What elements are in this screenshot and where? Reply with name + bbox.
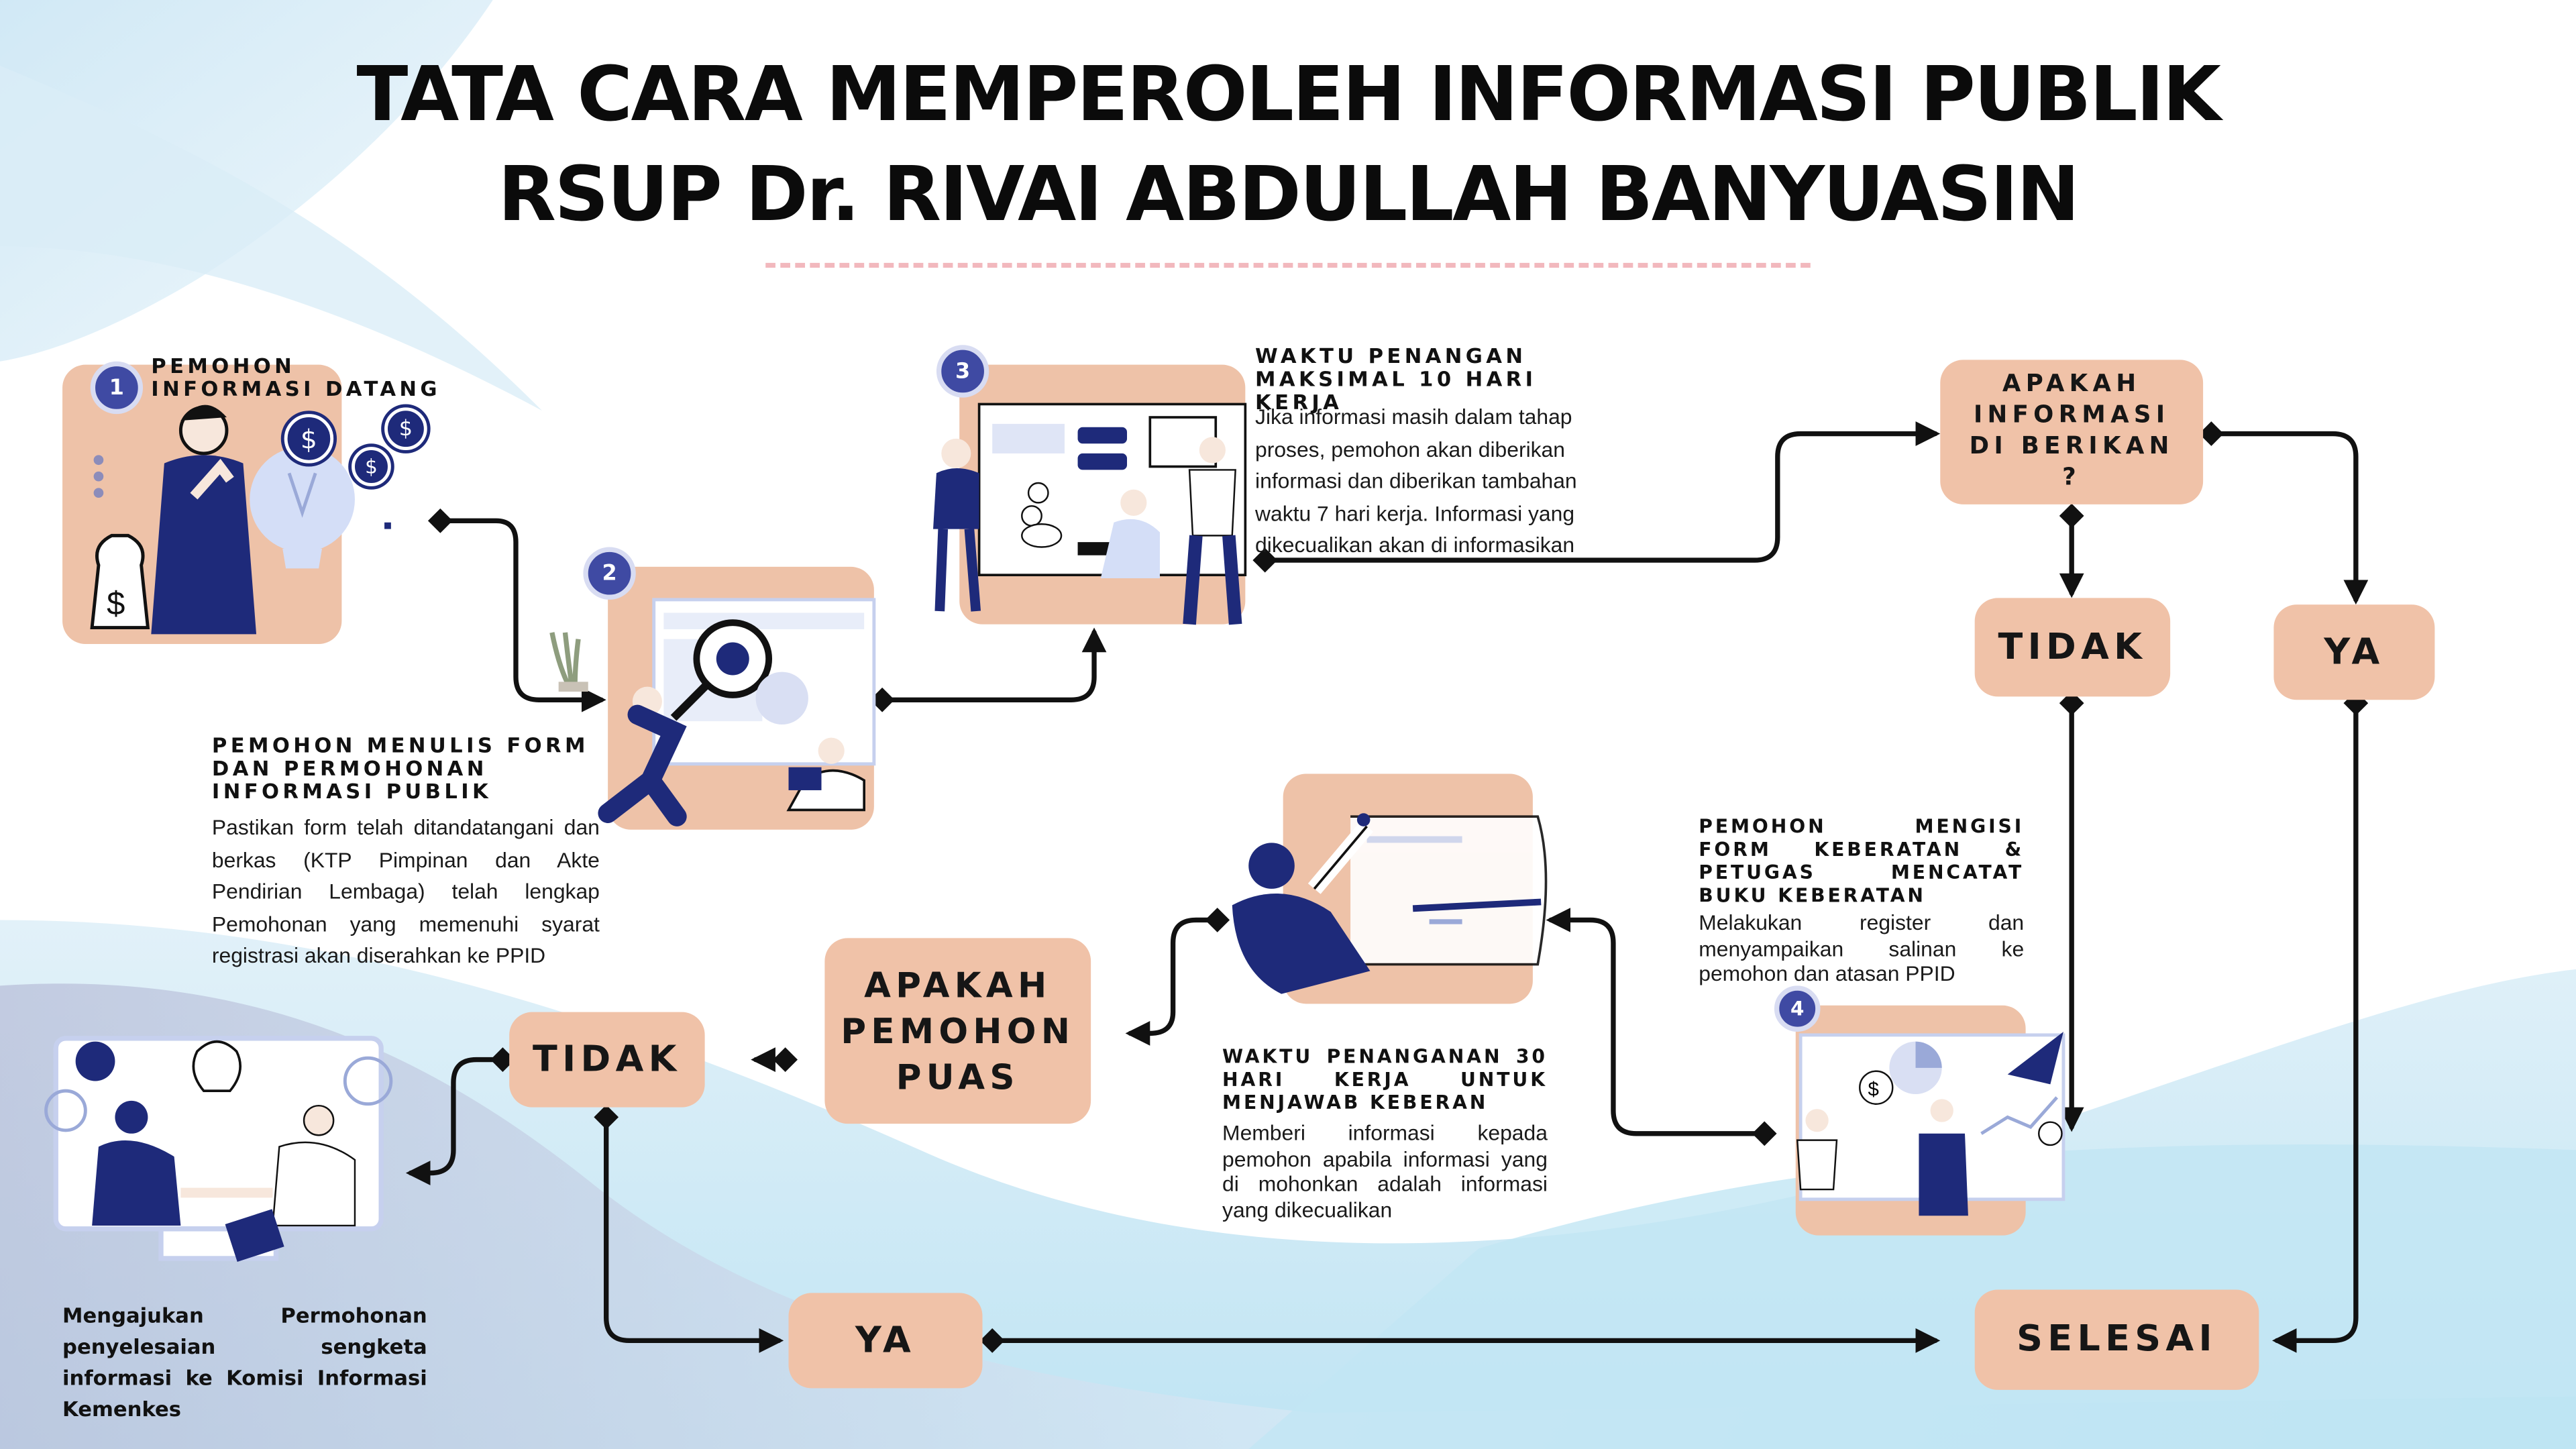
step6-figure bbox=[44, 1036, 393, 1262]
step5-figure bbox=[1232, 813, 1548, 994]
step1-heading: PEMOHON INFORMASI DATANG bbox=[151, 353, 441, 401]
step2-heading: PEMOHON MENULIS FORM DAN PERMOHONAN INFO… bbox=[211, 733, 589, 804]
dollar-icon: $ bbox=[384, 407, 427, 451]
dollar-icon: $ bbox=[284, 414, 334, 464]
step5-heading: WAKTU PENANGANAN 30 HARI KERJA UNTUK MEN… bbox=[1222, 1044, 1548, 1114]
pill-tidak-left: TIDAK bbox=[509, 1012, 705, 1108]
step4-figure: $ bbox=[1796, 1031, 2065, 1216]
decision-informasi-diberikan: APAKAH INFORMASI DI BERIKAN ? bbox=[1940, 360, 2204, 504]
step1-figure: $ bbox=[90, 405, 391, 635]
svg-text:$: $ bbox=[107, 586, 125, 622]
step3-number-badge: 3 bbox=[936, 345, 989, 398]
step4-number-badge: 4 bbox=[1774, 985, 1821, 1032]
step1-number-badge: 1 bbox=[90, 361, 144, 415]
step3-heading: WAKTU PENANGAN MAKSIMAL 10 HARI KERJA bbox=[1255, 343, 1537, 415]
page-title-line1: TATA CARA MEMPEROLEH INFORMASI PUBLIK bbox=[356, 49, 2221, 138]
svg-text:$: $ bbox=[1868, 1078, 1879, 1100]
dollar-icon: $ bbox=[352, 447, 391, 486]
pill-tidak-right: TIDAK bbox=[1974, 598, 2171, 697]
pill-selesai: SELESAI bbox=[1974, 1289, 2259, 1390]
page-title-line2: RSUP Dr. RIVAI ABDULLAH BANYUASIN bbox=[498, 149, 2080, 239]
step2-figure bbox=[549, 598, 876, 826]
step4-body: Melakukan register dan menyampaikan sali… bbox=[1699, 910, 2025, 986]
title-divider bbox=[765, 262, 1811, 268]
step3-figure bbox=[933, 402, 1247, 625]
step4-heading: PEMOHON MENGISI FORM KEBERATAN & PETUGAS… bbox=[1699, 814, 2025, 907]
step3-body: Jika informasi masih dalam tahap proses,… bbox=[1255, 404, 1577, 557]
pill-ya-bottom: YA bbox=[788, 1293, 983, 1389]
step2-number-badge: 2 bbox=[583, 547, 636, 600]
step2-body: Pastikan form telah ditandatangani dan b… bbox=[211, 814, 600, 968]
step5-body: Memberi informasi kepada pemohon apabila… bbox=[1222, 1120, 1548, 1222]
step6-heading: Mengajukan Permohonan penyelesaian sengk… bbox=[62, 1303, 427, 1421]
decision-pemohon-puas: APAKAH PEMOHON PUAS bbox=[824, 938, 1091, 1124]
pill-ya-right: YA bbox=[2273, 604, 2435, 700]
